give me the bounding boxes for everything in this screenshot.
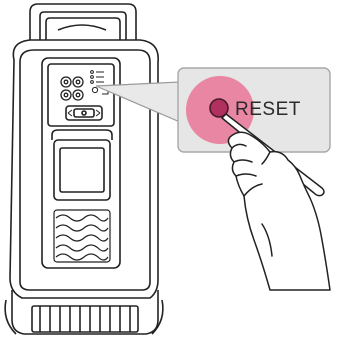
speaker-unit bbox=[5, 4, 163, 334]
speaker-handle bbox=[30, 4, 136, 44]
reset-hole[interactable] bbox=[92, 87, 97, 92]
hand-icon bbox=[228, 132, 330, 290]
reset-label: RESET bbox=[235, 99, 301, 120]
